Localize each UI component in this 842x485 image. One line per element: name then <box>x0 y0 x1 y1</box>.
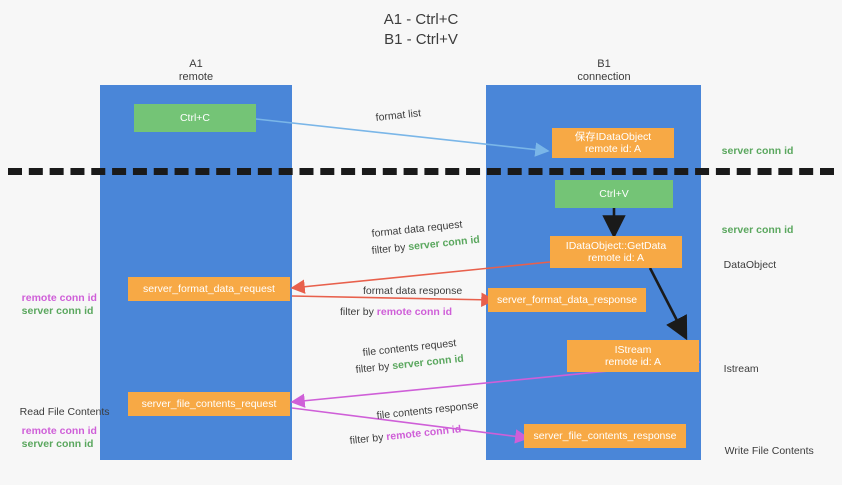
right-label-istream: Istream <box>712 350 759 389</box>
right-label-server-conn-id-mid-text: server conn id <box>721 224 794 236</box>
edge-label-format-data-response-text: format data response <box>363 285 463 297</box>
box-server-format-data-response-label: server_format_data_response <box>496 294 638 306</box>
box-server-format-data-request-label: server_format_data_request <box>143 283 275 295</box>
edge-label-format-list-text: format list <box>375 107 422 124</box>
edge-label-file-contents-response-filter: filter by remote conn id <box>349 422 462 448</box>
left-label-server-conn-id-2-text: server conn id <box>21 438 94 450</box>
left-label-remote-conn-id-2-text: remote conn id <box>21 425 97 437</box>
box-istream-line2: remote id: A <box>604 356 662 368</box>
box-ctrl-c-label: Ctrl+C <box>179 112 211 124</box>
left-label-server-conn-id-1-text: server conn id <box>21 305 94 317</box>
right-label-dataobject: DataObject <box>712 246 777 285</box>
edge-label-format-data-response: format data response <box>363 284 462 298</box>
title-line-1: A1 - Ctrl+C <box>383 11 459 28</box>
edge-label-format-list: format list <box>375 106 422 125</box>
left-label-remote-conn-id-2: remote conn id <box>10 412 97 451</box>
box-istream: IStream remote id: A <box>567 340 699 372</box>
box-getdata-line1: IDataObject::GetData <box>565 240 667 252</box>
box-server-format-data-request: server_format_data_request <box>128 277 290 301</box>
column-b1-name: B1 <box>597 58 611 70</box>
left-label-server-conn-id-1: server conn id <box>10 292 94 331</box>
filter-value-server-conn-id: server conn id <box>407 233 481 254</box>
title-line-2: B1 - Ctrl+V <box>384 31 458 48</box>
box-ctrl-v-label: Ctrl+V <box>599 188 629 200</box>
box-ctrl-c: Ctrl+C <box>134 104 256 132</box>
column-header-b1: B1 connection <box>548 58 660 84</box>
edge-label-format-data-response-filter: filter by remote conn id <box>340 305 452 319</box>
separator-dashed-line <box>8 168 834 175</box>
filter-prefix: filter by <box>349 431 387 447</box>
filter-prefix: filter by <box>340 306 377 318</box>
column-a1-sub: remote <box>178 71 214 83</box>
right-label-write-file-contents: Write File Contents <box>713 432 814 471</box>
left-label-server-conn-id-2: server conn id <box>10 425 94 464</box>
column-b1-sub: connection <box>577 71 631 83</box>
column-header-a1: A1 remote <box>140 58 252 84</box>
left-label-read-file-contents: Read File Contents <box>8 393 110 432</box>
box-getdata-line2: remote id: A <box>587 252 645 264</box>
right-label-server-conn-id-mid: server conn id <box>710 211 794 250</box>
right-label-dataobject-text: DataObject <box>723 259 777 271</box>
box-server-format-data-response: server_format_data_response <box>488 288 646 312</box>
box-server-file-contents-response: server_file_contents_response <box>524 424 686 448</box>
page-title: A1 - Ctrl+C B1 - Ctrl+V <box>0 10 842 50</box>
box-ctrl-v: Ctrl+V <box>555 180 673 208</box>
filter-prefix: filter by <box>371 241 409 257</box>
left-label-read-file-contents-text: Read File Contents <box>19 406 110 418</box>
right-label-istream-text: Istream <box>723 363 759 375</box>
right-label-server-conn-id-top: server conn id <box>710 132 794 171</box>
box-server-file-contents-response-label: server_file_contents_response <box>533 430 677 442</box>
edge-label-file-contents-response: file contents response <box>376 398 479 423</box>
filter-value-remote-conn-id: remote conn id <box>376 306 453 318</box>
right-label-write-file-contents-text: Write File Contents <box>724 445 814 457</box>
left-label-remote-conn-id-1-text: remote conn id <box>21 292 97 304</box>
box-server-file-contents-request: server_file_contents_request <box>128 392 290 416</box>
box-idataobject-getdata: IDataObject::GetData remote id: A <box>550 236 682 268</box>
filter-prefix: filter by <box>355 360 393 376</box>
box-server-file-contents-request-label: server_file_contents_request <box>141 398 277 410</box>
right-label-server-conn-id-top-text: server conn id <box>721 145 794 157</box>
edge-label-file-contents-response-text: file contents response <box>376 399 479 422</box>
box-idataobject-saved: 保存IDataObject remote id: A <box>552 128 674 158</box>
filter-value-remote-conn-id: remote conn id <box>385 423 462 444</box>
box-idataobject-saved-line1: 保存IDataObject <box>574 131 652 143</box>
column-a1-name: A1 <box>189 58 203 70</box>
box-istream-line1: IStream <box>614 344 652 356</box>
box-idataobject-saved-line2: remote id: A <box>584 143 642 155</box>
left-label-remote-conn-id-1: remote conn id <box>10 279 97 318</box>
